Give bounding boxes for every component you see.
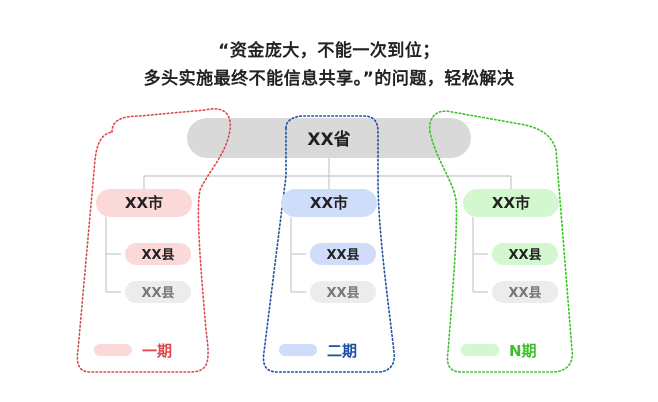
county-label: XX县 <box>508 286 541 301</box>
county-label: XX县 <box>141 248 174 263</box>
county-label: XX县 <box>326 286 359 301</box>
city-node <box>463 189 559 217</box>
title-line-2: 多头实施最终不能信息共享。”的问题，轻松解决 <box>143 69 515 89</box>
phase-outline <box>262 115 396 373</box>
phase-label: 一期 <box>142 342 172 360</box>
connector-lines <box>143 158 512 189</box>
phase-outline <box>76 108 231 373</box>
county-node <box>125 281 191 303</box>
city-node <box>96 189 192 217</box>
city-label: XX市 <box>310 194 348 212</box>
county-label: XX县 <box>508 248 541 263</box>
phase-outline <box>428 110 574 373</box>
county-node <box>125 243 191 265</box>
county-node <box>310 281 376 303</box>
county-label: XX县 <box>141 286 174 301</box>
county-node <box>310 243 376 265</box>
province-node <box>187 118 471 158</box>
city-node <box>281 189 377 217</box>
city-label: XX市 <box>125 194 163 212</box>
county-node <box>492 281 558 303</box>
phase-swatch <box>461 344 499 356</box>
phase-group-3: XX市 XX县 XX县 N期 <box>428 110 574 373</box>
phase-label: N期 <box>509 342 537 360</box>
county-node <box>492 243 558 265</box>
province-label: XX省 <box>307 129 350 150</box>
county-label: XX县 <box>326 248 359 263</box>
phase-swatch <box>279 344 317 356</box>
phase-swatch <box>94 344 132 356</box>
phase-label: 二期 <box>327 342 357 360</box>
city-label: XX市 <box>492 194 530 212</box>
title-line-1: “资金庞大，不能一次到位； <box>218 41 440 61</box>
